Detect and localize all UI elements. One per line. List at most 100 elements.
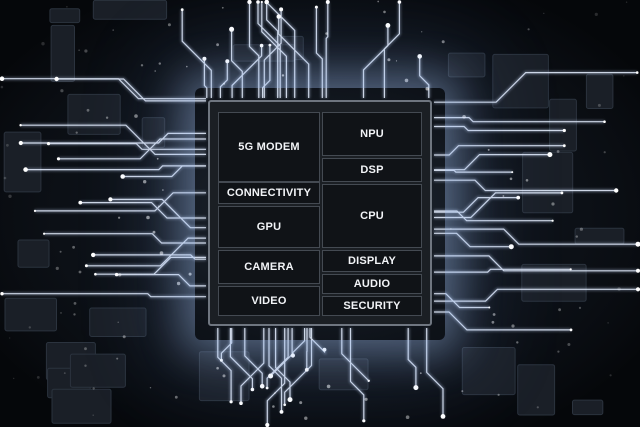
soc-chip: 5G MODEM NPU DSP CONNECTIVITY GPU CPU CA… <box>208 100 432 326</box>
light-spark <box>383 10 386 14</box>
light-spark <box>156 157 159 160</box>
light-spark <box>188 272 192 276</box>
block-gpu: GPU <box>218 206 320 248</box>
circuit-trace <box>203 58 208 98</box>
circuit-trace <box>20 124 206 155</box>
trace-node <box>569 268 572 271</box>
circuit-trace <box>48 143 206 150</box>
board-component <box>92 0 168 20</box>
light-spark <box>28 326 31 329</box>
circuit-trace <box>349 328 365 421</box>
light-spark <box>59 250 62 253</box>
light-spark <box>118 216 121 219</box>
trace-node <box>54 76 59 82</box>
light-spark <box>578 306 582 309</box>
circuit-trace <box>434 145 565 156</box>
circuit-trace <box>266 328 289 388</box>
light-spark <box>377 0 380 3</box>
circuit-trace <box>278 16 310 98</box>
light-spark <box>617 287 621 291</box>
light-spark <box>579 227 584 231</box>
trace-node <box>219 358 223 362</box>
trace-node <box>43 232 46 235</box>
light-spark <box>159 251 164 255</box>
trace-node <box>290 353 295 358</box>
circuit-trace <box>266 2 279 98</box>
trace-node <box>268 373 274 379</box>
light-spark <box>158 205 160 207</box>
light-spark <box>8 194 12 198</box>
light-spark <box>509 177 513 181</box>
trace-node <box>265 422 270 427</box>
light-spark <box>60 89 64 93</box>
trace-node <box>91 252 96 258</box>
light-spark <box>84 364 87 367</box>
circuit-trace <box>275 328 291 400</box>
light-spark <box>558 308 561 312</box>
circuit-trace <box>434 72 638 103</box>
light-spark <box>3 176 7 180</box>
light-spark <box>117 321 119 323</box>
circuit-trace <box>217 328 232 402</box>
circuit-trace <box>434 311 571 331</box>
circuit-trace <box>434 117 605 123</box>
trace-node <box>603 120 606 123</box>
light-spark <box>41 42 45 46</box>
trace-node <box>268 43 272 47</box>
circuit-trace <box>434 179 617 192</box>
block-display: DISPLAY <box>322 250 422 272</box>
circuit-trace <box>181 9 212 98</box>
trace-node <box>225 59 230 64</box>
circuit-trace <box>434 232 512 248</box>
trace-node <box>362 419 366 423</box>
light-spark <box>364 397 368 401</box>
block-connectivity: CONNECTIVITY <box>218 182 320 204</box>
board-component <box>51 388 112 424</box>
light-spark <box>387 58 391 62</box>
trace-node <box>516 195 521 200</box>
circuit-trace <box>56 78 206 102</box>
circuit-trace <box>86 237 206 267</box>
light-spark <box>140 64 144 67</box>
light-spark <box>122 335 126 339</box>
trace-node <box>259 43 264 48</box>
board-component <box>517 364 556 416</box>
trace-node <box>304 367 309 372</box>
light-spark <box>223 82 226 85</box>
light-spark <box>326 384 331 389</box>
trace-node <box>511 171 514 174</box>
trace-node <box>0 292 4 296</box>
light-spark <box>116 357 119 360</box>
circuit-trace <box>434 268 571 273</box>
board-component <box>17 239 50 268</box>
trace-node <box>385 23 391 28</box>
board-component <box>89 307 147 337</box>
light-spark <box>118 273 122 277</box>
light-spark <box>143 180 147 184</box>
circuit-trace <box>383 2 400 98</box>
circuit-trace <box>231 29 243 98</box>
trace-node <box>417 54 423 59</box>
circuit-trace <box>426 328 444 417</box>
circuit-trace <box>261 2 287 98</box>
light-spark <box>625 1 628 3</box>
light-spark <box>60 312 62 314</box>
light-spark <box>84 347 87 351</box>
trace-node <box>78 200 83 205</box>
circuit-trace <box>434 210 553 222</box>
light-spark <box>419 372 422 375</box>
trace-node <box>314 5 318 9</box>
trace-node <box>247 0 252 5</box>
circuit-trace <box>434 255 638 272</box>
light-spark <box>174 395 178 399</box>
circuit-trace <box>434 288 638 302</box>
circuit-trace <box>25 165 206 171</box>
trace-node <box>259 383 265 389</box>
light-spark <box>152 230 156 234</box>
light-spark <box>511 324 515 328</box>
light-spark <box>623 75 625 77</box>
light-spark <box>13 377 15 380</box>
light-spark <box>304 416 308 420</box>
block-video: VIDEO <box>218 286 320 316</box>
